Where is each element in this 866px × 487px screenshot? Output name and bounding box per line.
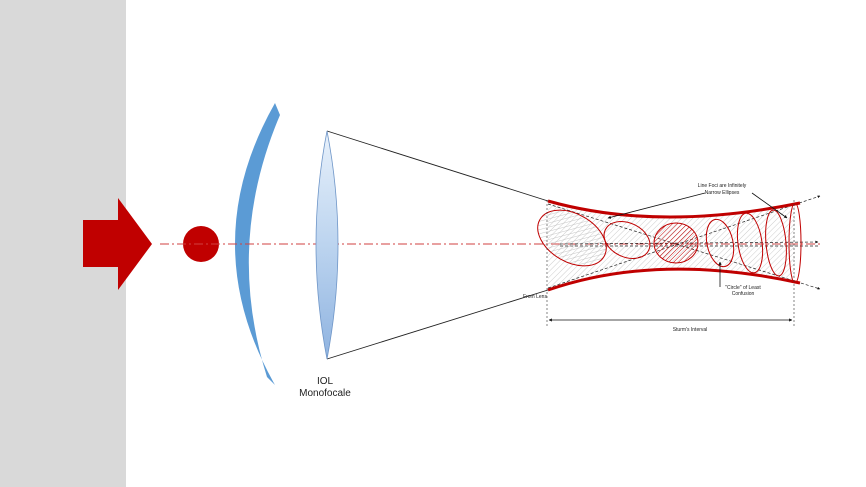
cornea-crescent-icon [235, 103, 280, 385]
line-foci-pointer-right [751, 192, 788, 219]
circle-label-2: Confusion [732, 291, 755, 297]
incoming-light-arrow-icon [83, 198, 152, 290]
cone-upper-ray [326, 130, 549, 202]
cone-lower-ray [326, 289, 549, 360]
conoid-upper-envelope [547, 199, 801, 219]
lens-label-line1: IOL [317, 376, 334, 387]
line-foci-pointer-left [607, 192, 706, 219]
circle-label-1: "Circle" of Least [725, 285, 761, 291]
sturm-interval-label: Sturm's Interval [673, 327, 708, 333]
lens-label-line2: Monofocale [299, 388, 351, 399]
conoid-lower-envelope [547, 267, 801, 292]
line-foci-label-2: Narrow Ellipses [705, 190, 740, 196]
iol-lens-icon [315, 130, 339, 360]
line-foci-label-1: Line Foci are Infinitely [698, 183, 747, 189]
from-lens-label: From Lens [523, 294, 547, 300]
